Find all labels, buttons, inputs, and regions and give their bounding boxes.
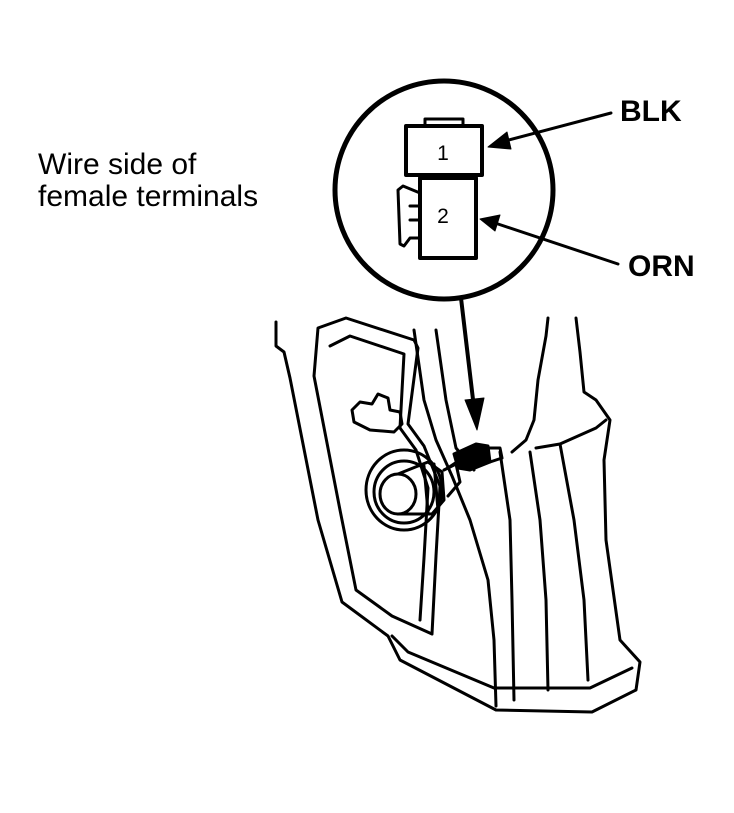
wire-color-label-orn: ORN [628,250,695,283]
caption-line-2: female terminals [38,180,259,213]
console-panel [274,316,642,714]
bulb-socket-face [378,472,418,516]
orn-leader-arrow [479,214,620,266]
pin-number-1: 1 [437,142,449,165]
harness-connector [452,442,504,472]
location-arrow [459,296,485,431]
slot-opening [350,392,404,434]
blk-leader-arrow [487,111,613,150]
magnifier-circle [332,78,556,302]
terminal-cavity-2 [396,176,478,260]
pin-number-2: 2 [437,205,449,228]
wire-color-label-blk: BLK [620,95,682,128]
harness-wire [443,461,457,471]
caption-line-1: Wire side of [38,148,197,181]
terminal-cavity-1 [404,117,484,177]
panel-outer-edge [274,316,642,714]
panel-front-curve [412,328,498,708]
socket-assembly [378,442,504,516]
locking-tab [396,184,422,248]
connector-inset [332,78,620,431]
